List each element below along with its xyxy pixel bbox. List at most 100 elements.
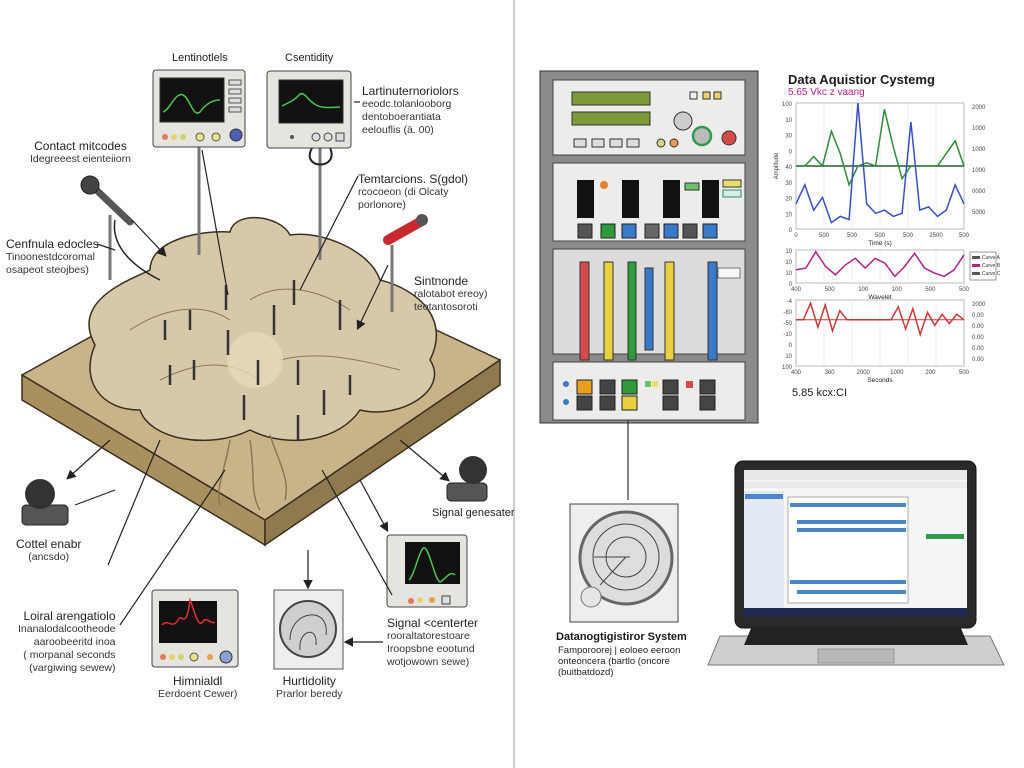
y-tick-label: 10 <box>785 118 792 124</box>
oscilloscope-1 <box>152 69 246 255</box>
x-tick-label: 300 <box>825 370 836 376</box>
x-tick-label: 500 <box>903 233 914 239</box>
lateral-note: Loiral arengatiolo Inanalodalcootheode a… <box>18 609 116 675</box>
y-tick-label: 100 <box>782 365 793 371</box>
y-tick-label: 10 <box>785 249 792 255</box>
monitor-2-note: Lartinuternoriolors eeodc.tolanlooborg d… <box>362 84 459 137</box>
daq-subtitle: 5.65 Vkc z vaang <box>788 87 865 98</box>
x-tick-label: 500 <box>925 287 936 293</box>
right-tick-label: 0.00 <box>972 313 984 319</box>
x-tick-label: 500 <box>847 233 858 239</box>
y-tick-label: 30 <box>785 134 792 140</box>
legend-swatch <box>972 272 980 275</box>
x-tick-label: 0 <box>794 233 798 239</box>
data-system-gauge <box>569 503 679 623</box>
legend-swatch <box>972 264 980 267</box>
x-axis-label: Seconds <box>867 377 893 384</box>
temperature-label: Temtarcions. S(gdol) rcocoeon (di Olcaty… <box>358 172 469 212</box>
right-tick-label: 0.00 <box>972 335 984 341</box>
laptop <box>707 460 1005 666</box>
right-tick-label: 2000 <box>972 302 986 308</box>
x-tick-label: 1000 <box>890 370 904 376</box>
y-tick-label: -50 <box>783 321 792 327</box>
humidity-sensor <box>273 589 344 670</box>
signal-generator-ball <box>446 456 488 502</box>
mycelium-experiment-illustration <box>20 69 502 670</box>
right-tick-label: 2000 <box>972 105 986 111</box>
x-axis-label: Wavelet <box>868 294 891 301</box>
electrode-pins <box>163 280 352 440</box>
y-axis-label: Amplitude <box>774 152 780 179</box>
x-tick-label: 100 <box>892 287 903 293</box>
right-tick-label: 0000 <box>972 189 986 195</box>
y-tick-label: 0 <box>789 343 793 349</box>
temperature-probe-red <box>383 214 428 312</box>
y-tick-label: 0 <box>789 228 793 234</box>
series-line-magenta <box>795 250 965 278</box>
signal-converter-monitor <box>386 534 468 608</box>
x-tick-label: 500 <box>959 287 970 293</box>
contact-microphone <box>80 175 161 281</box>
x-tick-label: 500 <box>875 233 886 239</box>
x-axis-label: Time (s) <box>868 240 892 247</box>
daq-title: Data Aquistior Cystemg <box>788 72 935 87</box>
panel-divider <box>513 0 515 768</box>
equipment-rack <box>539 70 759 500</box>
y-tick-label: 10 <box>785 260 792 266</box>
contact-sensor-ball <box>21 479 69 526</box>
y-tick-label: -80 <box>783 310 792 316</box>
y-tick-label: -4 <box>787 299 793 305</box>
x-tick-label: 500 <box>959 233 970 239</box>
legend-swatch <box>972 256 980 259</box>
y-tick-label: 0 <box>789 282 793 288</box>
right-tick-label: 1000 <box>972 168 986 174</box>
x-tick-label: 500 <box>959 370 970 376</box>
series-line-green <box>796 109 965 188</box>
humidity-monitor <box>151 589 239 668</box>
monitor-2-title: Csentidity <box>285 52 334 64</box>
data-system-title: Datanogtigistiror System <box>556 631 687 643</box>
y-tick-label: 40 <box>785 165 792 171</box>
right-tick-label: 5000 <box>972 210 986 216</box>
signal-generator-label: Signal genesater <box>432 507 515 519</box>
daq-footer: 5.85 kcx:CI <box>792 387 848 399</box>
x-tick-label: 2500 <box>929 233 943 239</box>
legend-label: Curve A <box>982 255 1000 261</box>
x-tick-label: 400 <box>791 370 802 376</box>
x-tick-label: 500 <box>819 233 830 239</box>
right-tick-label: 1000 <box>972 147 986 153</box>
legend: Curve A Curve B Curve C <box>969 251 1001 281</box>
y-tick-label: 0 <box>789 149 793 155</box>
data-system-subtitle: Famporoorej | eoloeo eeroon onteoncera (… <box>558 645 681 678</box>
contact-sensor-label: Cottel enabr (ancsdo) <box>16 537 82 564</box>
leader-lines <box>66 101 450 647</box>
y-tick-label: 10 <box>785 212 792 218</box>
x-tick-label: 400 <box>791 287 802 293</box>
signal-converter-label: Signal <centerter rooraltatorestoare Iro… <box>387 616 479 669</box>
central-electrodes-label: Cenfnula edocles Tinoonestdcoromal osape… <box>6 237 99 277</box>
legend-label: Curve B <box>982 263 1001 269</box>
right-tick-label: 0.00 <box>972 346 984 352</box>
y-tick-label: 20 <box>785 197 792 203</box>
y-tick-label: 100 <box>782 102 793 108</box>
x-tick-label: 2000 <box>857 370 871 376</box>
y-tick-label: 10 <box>785 271 792 277</box>
y-tick-label: -10 <box>783 332 792 338</box>
right-tick-label: 1000 <box>972 126 986 132</box>
series-line-blue <box>795 102 965 224</box>
contact-mic-label: Contact mitcodes Idegreeest eienteiiorn <box>30 139 131 166</box>
x-tick-label: 100 <box>858 287 869 293</box>
y-tick-label: 10 <box>785 354 792 360</box>
y-tick-label: 30 <box>785 181 792 187</box>
humidity-center-label: Hurtidolity Prarlor beredy <box>276 674 343 701</box>
x-tick-label: 500 <box>825 287 836 293</box>
right-tick-label: 0.00 <box>972 357 984 363</box>
humidity-left-label: Himnialdl Eerdoent Cewer) <box>158 674 238 701</box>
legend-label: Curve C <box>982 271 1001 277</box>
series-line-red <box>796 301 965 338</box>
